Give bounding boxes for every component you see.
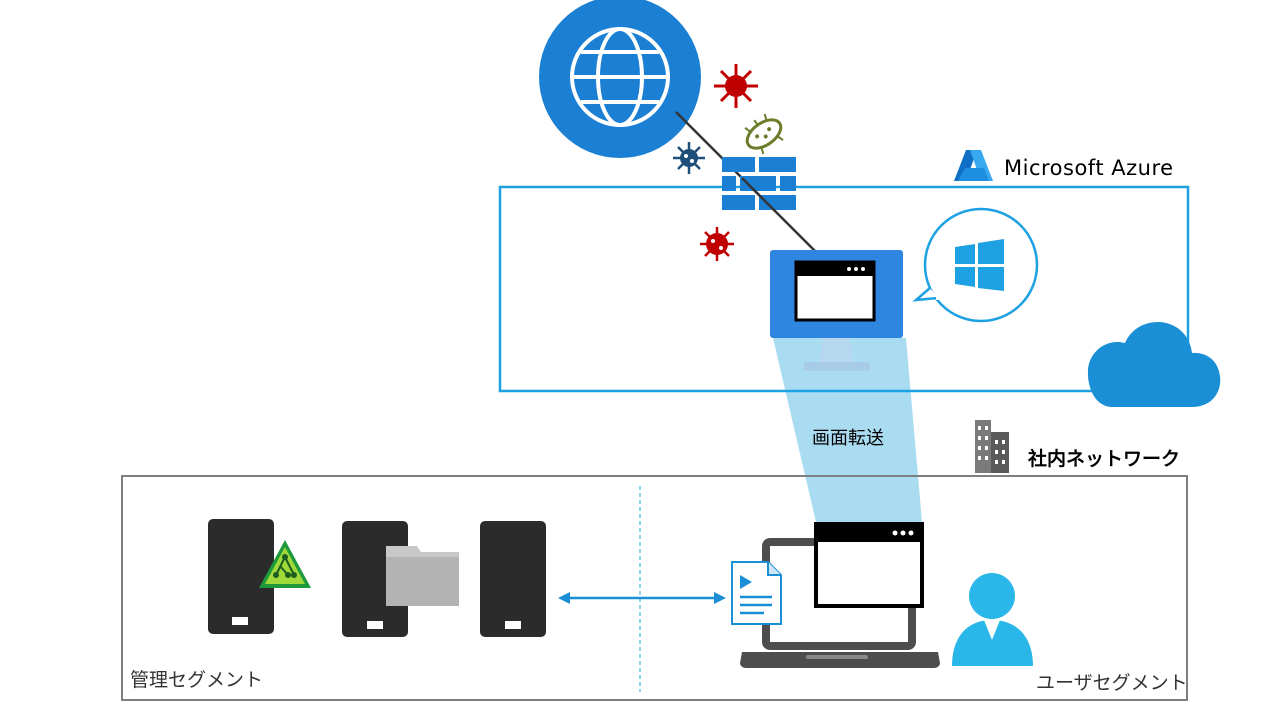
internal-network-label: 社内ネットワーク <box>1028 448 1181 470</box>
data-flow-arrow <box>558 592 726 604</box>
building-icon <box>975 420 1009 473</box>
virus-icon <box>714 64 758 108</box>
virus-icon <box>700 227 734 261</box>
internal-network-frame <box>121 475 1188 701</box>
globe-icon <box>539 0 701 158</box>
document-icon <box>731 561 782 625</box>
firewall-icon <box>722 157 796 210</box>
user-segment-label: ユーザセグメント <box>1036 672 1188 694</box>
folder-icon <box>386 546 459 606</box>
virus-icon <box>673 142 705 174</box>
server-icon <box>480 521 546 637</box>
azure-region-frame <box>498 185 1190 393</box>
server-icon <box>208 519 274 634</box>
remote-window-icon <box>814 522 924 608</box>
screen-transfer-label: 画面転送 <box>812 428 884 449</box>
user-icon <box>952 573 1033 666</box>
connection-line-over-firewall <box>741 177 776 212</box>
management-segment-label: 管理セグメント <box>130 669 264 691</box>
cloud-icon <box>1087 322 1221 407</box>
azure-label: Microsoft Azure <box>1004 156 1174 180</box>
virus-icon <box>744 113 784 155</box>
windows-logo-icon <box>912 207 1039 323</box>
git-icon <box>259 540 311 588</box>
azure-logo-icon <box>954 150 993 181</box>
virtual-machine-icon <box>770 250 903 371</box>
